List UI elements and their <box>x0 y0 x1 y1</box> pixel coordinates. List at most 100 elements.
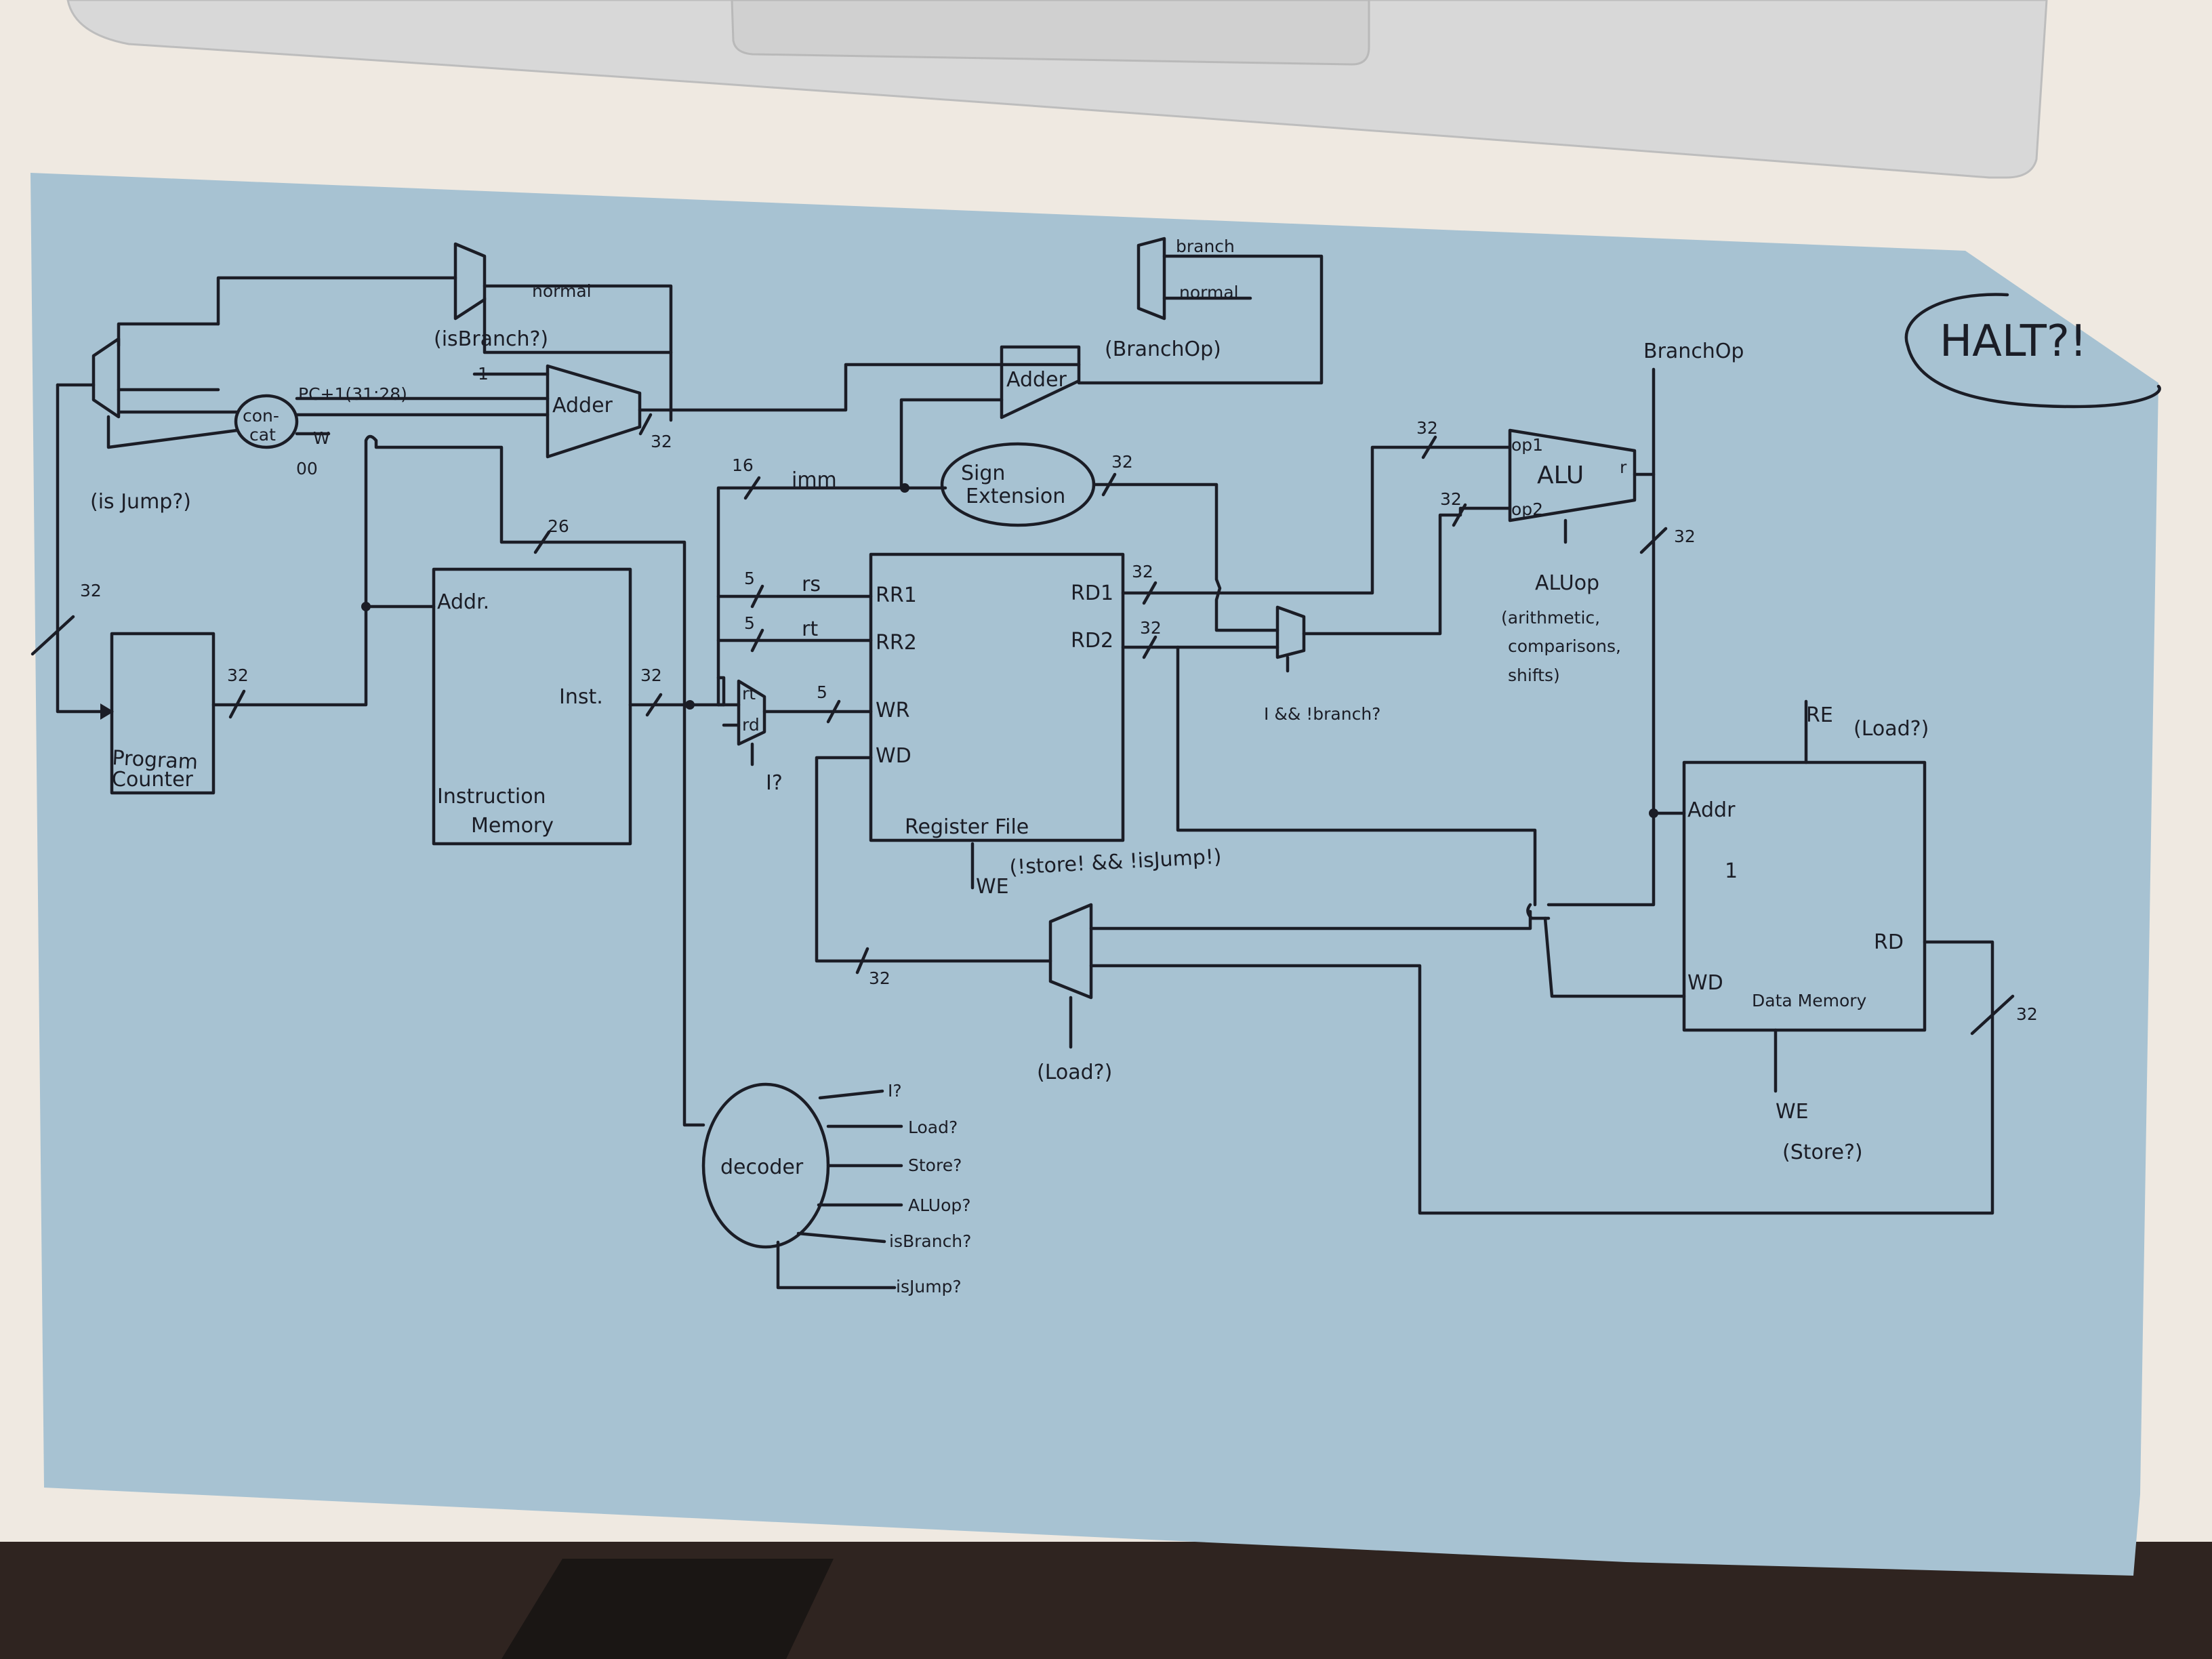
width-sext: 32 <box>1111 452 1133 472</box>
dm-we-cond-label: (Store?) <box>1782 1141 1863 1164</box>
rf-rd2-label: RD2 <box>1071 629 1113 653</box>
is-branch-label: (isBranch?) <box>434 327 548 351</box>
alu-op2-label: op2 <box>1511 499 1543 519</box>
sign-ext-label-line2: Extension <box>966 485 1065 508</box>
decoder-label: decoder <box>720 1155 804 1179</box>
alu-r-label: r <box>1620 457 1627 477</box>
rs-label: rs <box>802 573 821 596</box>
decoder-out-isjump: isJump? <box>896 1277 962 1296</box>
halt-bubble <box>1904 293 2161 409</box>
width-rd2: 32 <box>1140 618 1162 638</box>
width-pc-in: 32 <box>80 581 102 600</box>
dm-name-label: Data Memory <box>1752 991 1867 1010</box>
width-w: W <box>313 428 330 448</box>
alu-op-line3: comparisons, <box>1508 636 1621 656</box>
decoder-out-load: Load? <box>908 1118 958 1137</box>
alu <box>1508 428 1637 523</box>
branch-label: branch <box>1176 237 1235 256</box>
width-26: 26 <box>548 516 569 536</box>
rt-mux-label: rt <box>742 684 756 703</box>
width-wb: 32 <box>869 968 890 988</box>
rf-wd-label: WD <box>876 744 912 768</box>
dm-addr-label: Addr <box>1687 798 1736 822</box>
pc-adder-label: Adder <box>552 394 613 417</box>
dm-mark-label: 1 <box>1725 859 1738 883</box>
decoder-out-isbranch: isBranch? <box>889 1231 971 1251</box>
dm-re-cond-label: (Load?) <box>1853 717 1929 741</box>
alu-label: ALU <box>1537 462 1584 489</box>
imem-inst-label: Inst. <box>559 685 603 709</box>
load-mux-label: (Load?) <box>1037 1061 1112 1084</box>
branch-op-label: BranchOp <box>1643 340 1744 363</box>
rf-name-label: Register File <box>905 815 1029 839</box>
alu-src-mux <box>1275 605 1306 659</box>
concat-label-line1: con- <box>243 406 279 426</box>
chair-shadow <box>501 1559 834 1659</box>
rf-rd1-label: RD1 <box>1071 581 1113 605</box>
width-inst: 32 <box>640 665 662 685</box>
rf-we-label: WE <box>976 875 1009 899</box>
regdst-mux <box>737 679 766 746</box>
instruction-memory <box>432 567 632 846</box>
alu-op1-label: op1 <box>1511 435 1543 455</box>
pc-label-line2: Counter <box>112 768 194 792</box>
blue-paper-sheet <box>30 173 2158 1576</box>
concat-label-line2: cat <box>249 425 276 445</box>
diagram-labels: Program Counter Addr. Inst. Instruction … <box>80 237 2087 1296</box>
program-counter <box>110 632 216 795</box>
dm-wd-label: WD <box>1687 971 1723 995</box>
rf-rr2-label: RR2 <box>876 631 917 655</box>
const-1-label: 1 <box>478 364 489 384</box>
dm-re-label: RE <box>1806 703 1833 727</box>
register-file <box>869 552 1125 842</box>
normal-top-label: normal <box>532 281 592 301</box>
width-5-rs: 5 <box>744 569 755 588</box>
imem-addr-label: Addr. <box>437 590 489 614</box>
width-rd1: 32 <box>1132 562 1153 581</box>
width-dm-rd: 32 <box>2016 1004 2038 1024</box>
decoder-out-store: Store? <box>908 1155 962 1175</box>
width-adder-out: 32 <box>651 432 672 451</box>
branchop-mux <box>1136 237 1166 321</box>
width-op1: 32 <box>1416 418 1438 438</box>
decoder-out-i: I? <box>888 1081 902 1101</box>
width-op2: 32 <box>1440 489 1462 509</box>
alu-op-line4: shifts) <box>1508 665 1560 685</box>
rf-wr-label: WR <box>876 699 910 722</box>
concat-unit <box>234 394 299 449</box>
rt-label: rt <box>802 617 818 641</box>
width-pc-out: 32 <box>227 665 249 685</box>
data-memory <box>1682 760 1927 1032</box>
width-alu-out: 32 <box>1674 527 1696 546</box>
pc-label-line1: Program <box>112 746 199 775</box>
i-and-not-branch-label: I && !branch? <box>1264 704 1380 724</box>
width-5-rt: 5 <box>744 613 755 633</box>
imem-name-line2: Memory <box>471 814 554 838</box>
branch-adder-label: Adder <box>1006 368 1067 392</box>
branch-adder <box>1000 345 1081 419</box>
diagram-ink <box>30 237 2161 1290</box>
alu-op-line2: (arithmetic, <box>1501 608 1600 628</box>
alu-op-line1: ALUop <box>1535 571 1599 595</box>
dm-rd-label: RD <box>1874 930 1904 954</box>
i-mux-label: I? <box>766 771 783 795</box>
sign-ext-label-line1: Sign <box>961 462 1005 485</box>
dm-we-label: WE <box>1776 1100 1809 1124</box>
is-jump-label: (is Jump?) <box>90 490 191 514</box>
zeros-label: 00 <box>296 459 318 478</box>
pc-plus-1-label: PC+1(31:28) <box>298 384 407 404</box>
decoder-out-aluop: ALUop? <box>908 1195 971 1215</box>
laptop-trackpad <box>731 0 1370 66</box>
halt-label: HALT?! <box>1940 316 2087 367</box>
rd-mux-label: rd <box>742 715 760 735</box>
imm-label: imm <box>792 468 837 492</box>
width-5-wr: 5 <box>817 682 827 702</box>
imem-name-line1: Instruction <box>437 785 546 808</box>
laptop-edge <box>66 0 2048 179</box>
normal-right-label: normal <box>1179 283 1239 302</box>
branch-op-mux-label: (BranchOp) <box>1105 337 1221 361</box>
pc-adder <box>546 364 642 459</box>
width-16: 16 <box>732 455 754 475</box>
rf-rr1-label: RR1 <box>876 583 917 607</box>
